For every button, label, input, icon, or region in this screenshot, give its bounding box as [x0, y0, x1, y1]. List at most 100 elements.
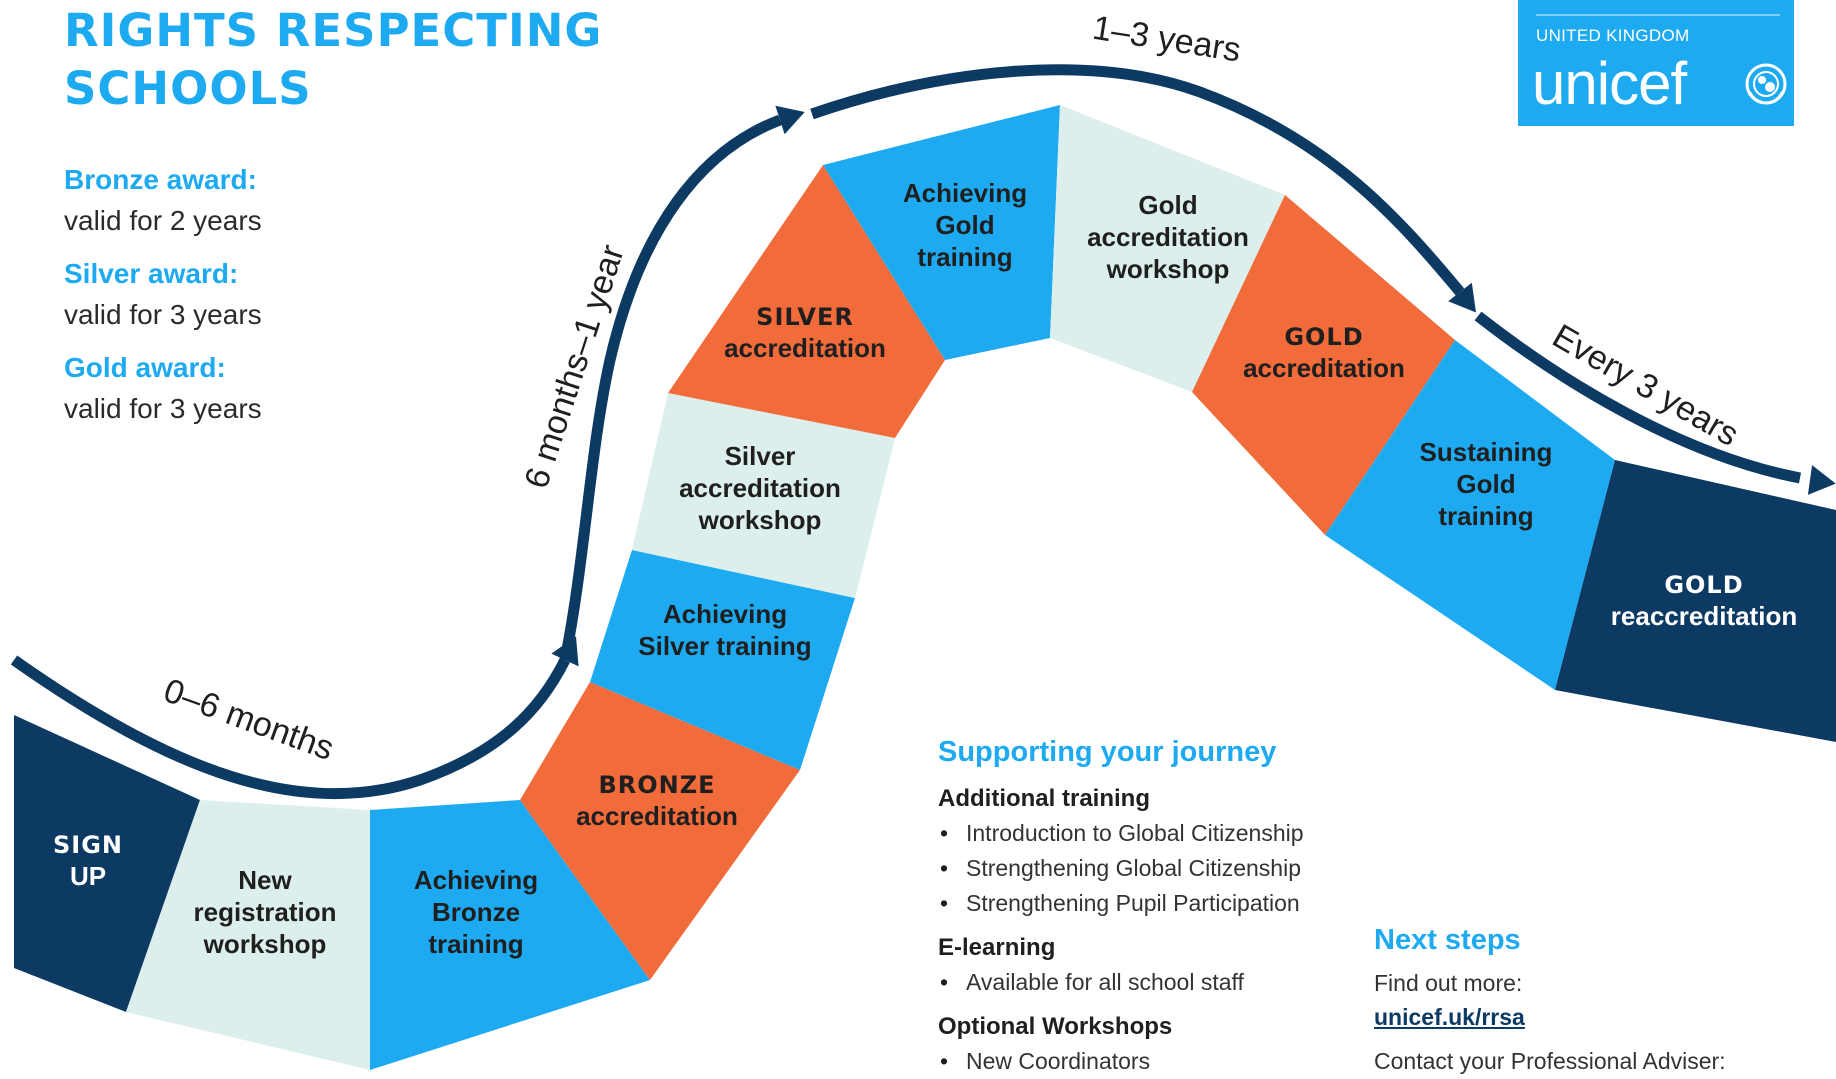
step-label-line: registration	[193, 897, 336, 927]
timeline-arrow-line	[810, 64, 1465, 296]
step-label-line: Bronze	[432, 897, 520, 927]
bronze-award-label: Bronze award:	[64, 164, 257, 195]
additional-training-heading: Additional training	[938, 785, 1150, 812]
unicef-logo: UNITED KINGDOM unicef	[1518, 0, 1794, 126]
optional-workshops-list: New Coordinators	[938, 1044, 1358, 1079]
step-label-line: accreditation	[1087, 222, 1249, 252]
step-label-line: GOLD	[1664, 571, 1743, 599]
list-item: Available for all school staff	[938, 965, 1358, 1000]
logo-country: UNITED KINGDOM	[1536, 26, 1690, 45]
step-label-line: Gold	[1456, 469, 1515, 499]
timeline-arrow-line	[10, 655, 570, 800]
step-label-line: accreditation	[1243, 353, 1405, 383]
list-item: Strengthening Pupil Participation	[938, 886, 1358, 921]
timeline-arrow-line	[559, 114, 782, 662]
contact-adviser-text: Contact your Professional Adviser:	[1374, 1048, 1726, 1074]
supporting-journey-panel: Supporting your journey Additional train…	[938, 732, 1358, 1079]
supporting-heading: Supporting your journey	[938, 736, 1277, 768]
step-segment	[370, 800, 650, 1070]
logo-wordmark: unicef	[1532, 50, 1687, 117]
step-label-line: SILVER	[756, 303, 854, 331]
timeline-arrow-line	[1474, 311, 1802, 484]
step-segment	[668, 165, 945, 438]
step-label-line: accreditation	[576, 801, 738, 831]
duration-label: 6 months–1 year	[517, 240, 631, 493]
title-line-1: RIGHTS RESPECTING	[64, 4, 603, 57]
step-segment	[14, 715, 200, 1012]
step-segment	[520, 682, 800, 980]
step-segment	[126, 800, 370, 1070]
step-label-line: UP	[70, 861, 106, 891]
arrowhead-icon	[551, 636, 579, 667]
step-segment	[1555, 460, 1836, 742]
step-label-line: BRONZE	[598, 771, 715, 799]
arrowhead-icon	[1807, 465, 1836, 495]
silver-award-label: Silver award:	[64, 258, 239, 289]
path-segments	[14, 105, 1836, 1070]
step-segment	[823, 105, 1060, 360]
page-title: RIGHTS RESPECTING SCHOOLS	[64, 2, 602, 118]
step-label-line: training	[917, 242, 1012, 272]
step-label-line: accreditation	[724, 333, 886, 363]
title-line-2: SCHOOLS	[64, 62, 312, 115]
next-steps-panel: Next steps Find out more: unicef.uk/rrsa…	[1374, 920, 1814, 1078]
next-steps-heading: Next steps	[1374, 924, 1521, 956]
logo-rule	[1536, 14, 1780, 16]
step-label-line: Sustaining	[1420, 437, 1553, 467]
step-segment	[1192, 195, 1455, 535]
timeline-arrows	[10, 64, 1836, 800]
gold-award-label: Gold award:	[64, 352, 226, 383]
step-label-line: Achieving	[903, 178, 1027, 208]
step-segment	[1325, 340, 1615, 690]
elearning-heading: E-learning	[938, 934, 1056, 961]
bronze-award-validity: valid for 2 years	[64, 205, 262, 236]
list-item: Strengthening Global Citizenship	[938, 851, 1358, 886]
duration-label: 0–6 months	[159, 671, 339, 767]
find-out-more-text: Find out more:	[1374, 970, 1523, 996]
step-label-line: Gold	[1138, 190, 1197, 220]
gold-award-validity: valid for 3 years	[64, 393, 262, 424]
step-label-line: Silver training	[638, 631, 811, 661]
step-label-line: workshop	[203, 929, 327, 959]
silver-award-validity: valid for 3 years	[64, 299, 262, 330]
award-validity-legend: Bronze award: valid for 2 years Silver a…	[64, 160, 262, 442]
step-label-line: reaccreditation	[1611, 601, 1797, 631]
elearning-list: Available for all school staff	[938, 965, 1358, 1000]
step-label-line: Achieving	[663, 599, 787, 629]
step-label-line: New	[238, 865, 292, 895]
duration-label: 1–3 years	[1090, 9, 1243, 70]
list-item: Introduction to Global Citizenship	[938, 816, 1358, 851]
list-item: New Coordinators	[938, 1044, 1358, 1079]
additional-training-list: Introduction to Global Citizenship Stren…	[938, 816, 1358, 921]
step-label-line: training	[1438, 501, 1533, 531]
arrowhead-icon	[1448, 282, 1477, 313]
step-segment	[632, 393, 895, 598]
step-segment	[1050, 105, 1285, 392]
step-label-line: SIGN	[53, 831, 123, 859]
arrowhead-icon	[775, 105, 805, 135]
step-label-line: accreditation	[679, 473, 841, 503]
unicef-emblem-icon	[1745, 63, 1787, 105]
step-segment	[590, 550, 855, 770]
step-label-line: Gold	[935, 210, 994, 240]
step-label-line: workshop	[1106, 254, 1230, 284]
step-label-line: workshop	[698, 505, 822, 535]
rrsa-link[interactable]: unicef.uk/rrsa	[1374, 1004, 1525, 1030]
step-label-line: Achieving	[414, 865, 538, 895]
step-label-line: Silver	[725, 441, 796, 471]
